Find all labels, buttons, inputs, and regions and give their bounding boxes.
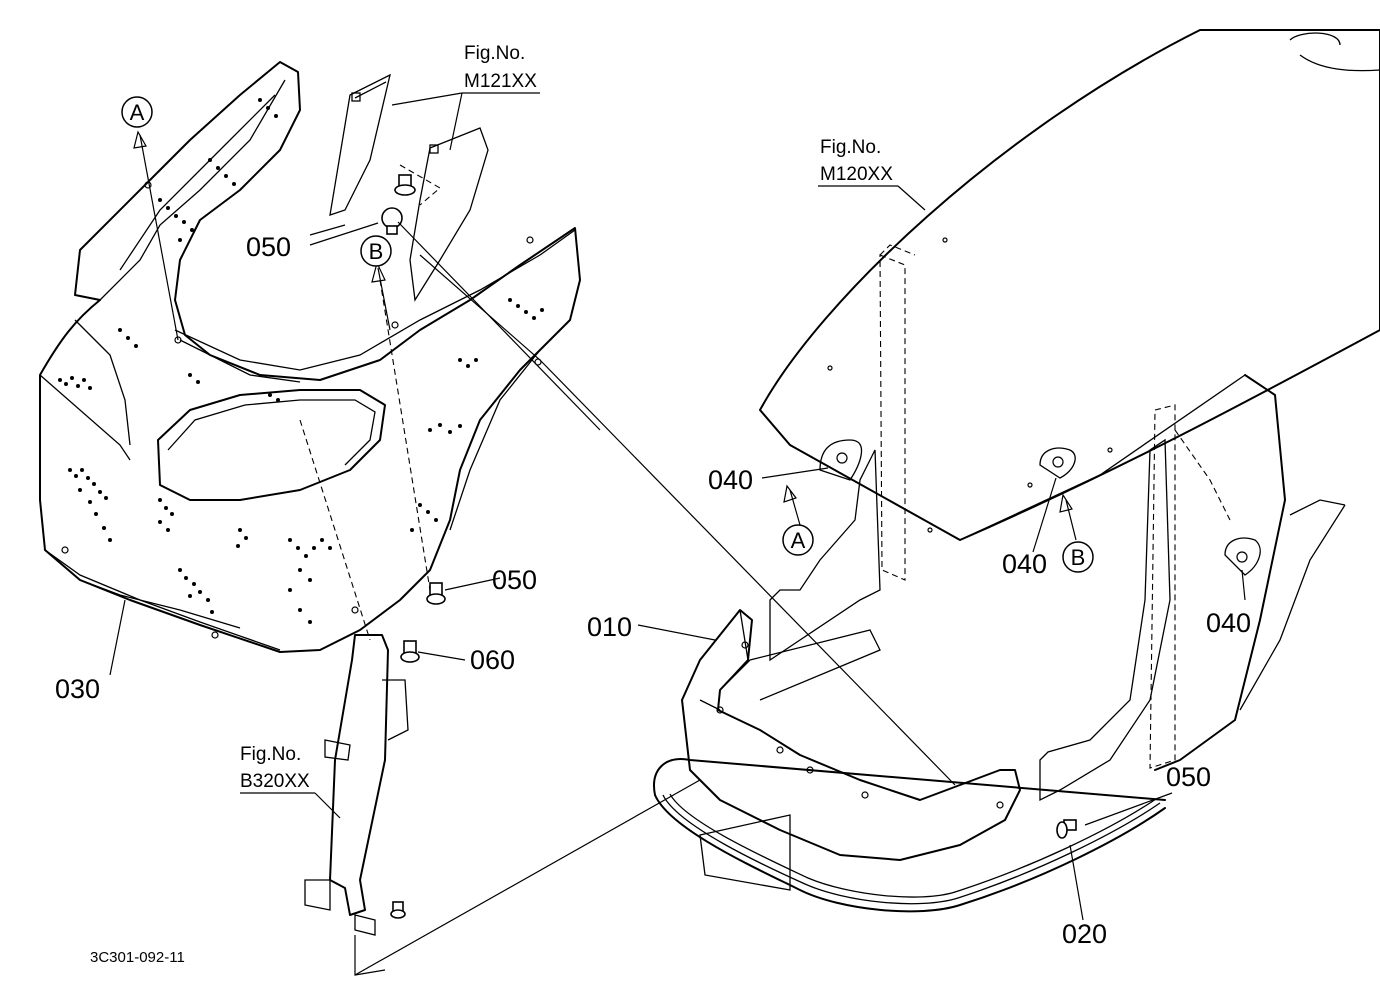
hood-drawing <box>759 29 1380 802</box>
bumper-drawing <box>681 609 1021 861</box>
callout-010: 010 <box>587 612 632 642</box>
callout-050-grille: 050 <box>492 565 537 595</box>
fig-m121-caption: Fig.No. <box>464 43 525 64</box>
callout-020: 020 <box>1062 919 1107 949</box>
callout-050-top: 050 <box>246 232 291 262</box>
marker-b-hood: B <box>1071 545 1086 570</box>
seal-strip-drawing <box>653 758 1166 913</box>
drawing-number: 3C301-092-11 <box>90 949 185 966</box>
front-grille-drawing <box>39 61 581 653</box>
guide-lines <box>109 92 1246 976</box>
reference-markers: A B A B <box>121 96 1094 573</box>
fig-b320-caption: Fig.No. <box>240 744 301 765</box>
marker-b-top: B <box>369 239 384 264</box>
fig-m120-caption: Fig.No. <box>820 137 881 158</box>
support-bracket-drawing <box>304 634 409 936</box>
callout-040-right: 040 <box>1206 608 1251 638</box>
fig-m121-number: M121XX <box>464 71 537 92</box>
callout-040-middle: 040 <box>1002 549 1047 579</box>
callout-labels: 010 020 030 040 040 040 050 050 050 060 <box>55 232 1251 949</box>
marker-b-top-circle <box>360 235 392 267</box>
marker-a-hood-circle <box>782 524 814 556</box>
mesh-pattern <box>58 98 544 624</box>
callout-030: 030 <box>55 674 100 704</box>
callout-040-left: 040 <box>708 465 753 495</box>
marker-a-top: A <box>130 100 145 125</box>
fig-m120-number: M120XX <box>820 164 893 185</box>
marker-b-hood-circle <box>1062 541 1094 573</box>
marker-a-hood: A <box>791 528 806 553</box>
fig-b320-number: B320XX <box>240 771 310 792</box>
figure-references: Fig.No. M121XX Fig.No. M120XX Fig.No. B3… <box>240 43 893 792</box>
side-covers-drawing <box>329 73 489 302</box>
callout-060: 060 <box>470 645 515 675</box>
fasteners <box>381 174 1077 919</box>
marker-a-top-circle <box>121 96 153 128</box>
callout-050-bumper: 050 <box>1166 762 1211 792</box>
